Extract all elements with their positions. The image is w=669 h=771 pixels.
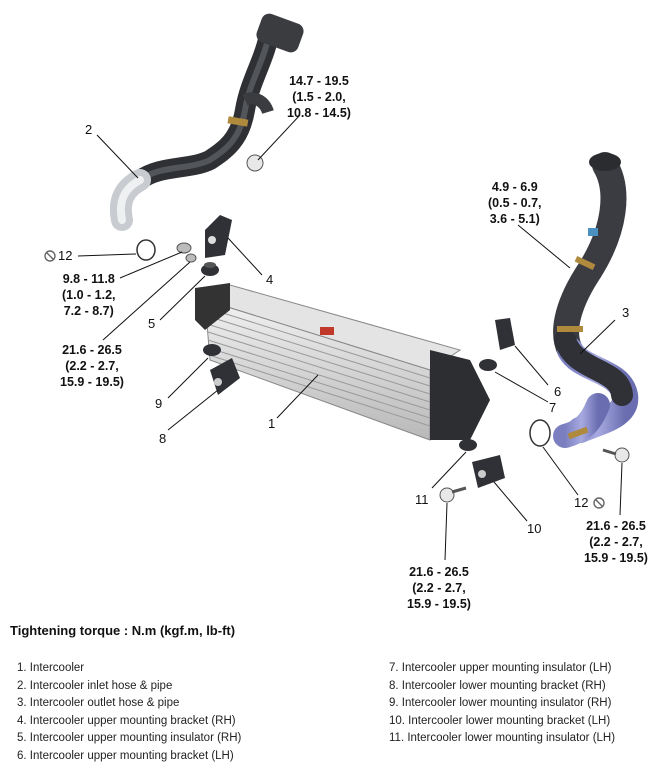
bolt-lower	[439, 486, 467, 503]
bracket-8	[210, 358, 240, 395]
bracket-10	[472, 455, 505, 488]
legend-item: 11. Intercooler lower mounting insulator…	[389, 732, 616, 744]
part-number-3: 3	[622, 305, 630, 320]
part-number-12-left: 12	[58, 248, 73, 263]
torque-line: (1.5 - 2.0,	[292, 90, 346, 104]
bracket-4	[205, 215, 232, 258]
legend-item: 4. Intercooler upper mounting bracket (R…	[17, 714, 236, 727]
part-number-1: 1	[268, 416, 276, 431]
torque-line: 15.9 - 19.5)	[584, 551, 648, 565]
insulator-11	[459, 439, 477, 451]
o-ring-12-left	[136, 239, 156, 261]
torque-line: 14.7 - 19.5	[289, 74, 349, 88]
torque-callout-clip: 9.8 - 11.8 (1.0 - 1.2, 7.2 - 8.7)	[62, 271, 116, 319]
torque-line: (2.2 - 2.7,	[589, 535, 643, 549]
torque-title: Tightening torque : N.m (kgf.m, lb-ft)	[10, 623, 236, 638]
torque-line: 15.9 - 19.5)	[60, 375, 124, 389]
legend-item: 5. Intercooler upper mounting insulator …	[17, 732, 242, 744]
insulator-9	[203, 344, 221, 356]
torque-line: 7.2 - 8.7)	[63, 304, 114, 318]
legend-left: 1. Intercooler 2. Intercooler inlet hose…	[17, 660, 241, 765]
part-number-7: 7	[549, 400, 557, 415]
insulator-7	[479, 359, 497, 371]
legend-item: 7. Intercooler upper mounting insulator …	[389, 662, 612, 674]
torque-callout-bracket-left: 21.6 - 26.5 (2.2 - 2.7, 15.9 - 19.5)	[60, 342, 124, 390]
part-number-8: 8	[159, 431, 167, 446]
legend-item: 10. Intercooler lower mounting bracket (…	[389, 714, 611, 727]
legend-right: 7. Intercooler upper mounting insulator …	[389, 660, 615, 748]
intercooler-core	[195, 283, 490, 441]
part-number-9: 9	[155, 396, 163, 411]
torque-callout-lower-bolt: 21.6 - 26.5 (2.2 - 2.7, 15.9 - 19.5)	[407, 564, 471, 612]
torque-line: 21.6 - 26.5	[62, 343, 122, 357]
bolt-outlet	[602, 447, 630, 463]
torque-line: (2.2 - 2.7,	[412, 581, 466, 595]
part-number-5: 5	[148, 316, 156, 331]
part-number-11: 11	[415, 492, 429, 507]
o-ring-12-right	[529, 419, 551, 447]
torque-callout-inlet-bolt: 14.7 - 19.5 (1.5 - 2.0, 10.8 - 14.5)	[287, 73, 351, 121]
legend-item: 3. Intercooler outlet hose & pipe	[17, 697, 180, 709]
torque-line: (2.2 - 2.7,	[65, 359, 119, 373]
no-reuse-icon	[44, 250, 56, 262]
insulator-5	[201, 262, 219, 276]
torque-callout-outlet-bolt: 21.6 - 26.5 (2.2 - 2.7, 15.9 - 19.5)	[584, 518, 648, 566]
inlet-hose-pipe	[110, 13, 304, 231]
clip-9-8	[176, 242, 197, 263]
torque-line: 15.9 - 19.5)	[407, 597, 471, 611]
legend-item: 8. Intercooler lower mounting bracket (R…	[389, 679, 606, 692]
torque-line: 21.6 - 26.5	[409, 565, 469, 579]
torque-line: (0.5 - 0.7,	[488, 196, 542, 210]
legend-item: 1. Intercooler	[17, 662, 85, 674]
exploded-diagram	[77, 13, 639, 561]
bracket-6	[495, 318, 515, 350]
legend-item: 6. Intercooler upper mounting bracket (L…	[17, 749, 234, 762]
leader-lines	[77, 114, 623, 561]
part-number-4: 4	[266, 272, 274, 287]
torque-line: 10.8 - 14.5)	[287, 106, 351, 120]
torque-line: 4.9 - 6.9	[491, 180, 538, 194]
part-number-12-right: 12	[574, 495, 589, 510]
no-reuse-icon	[593, 497, 605, 509]
torque-callout-outlet-clamp: 4.9 - 6.9 (0.5 - 0.7, 3.6 - 5.1)	[488, 179, 542, 227]
part-number-2: 2	[85, 122, 93, 137]
torque-line: 9.8 - 11.8	[62, 272, 115, 286]
torque-line: (1.0 - 1.2,	[62, 288, 116, 302]
legend-item: 9. Intercooler lower mounting insulator …	[389, 697, 612, 709]
torque-line: 3.6 - 5.1)	[489, 212, 540, 226]
part-number-10: 10	[527, 521, 542, 536]
legend-item: 2. Intercooler inlet hose & pipe	[17, 679, 173, 692]
part-number-6: 6	[554, 384, 562, 399]
torque-line: 21.6 - 26.5	[586, 519, 646, 533]
outlet-hose-pipe	[553, 152, 639, 448]
